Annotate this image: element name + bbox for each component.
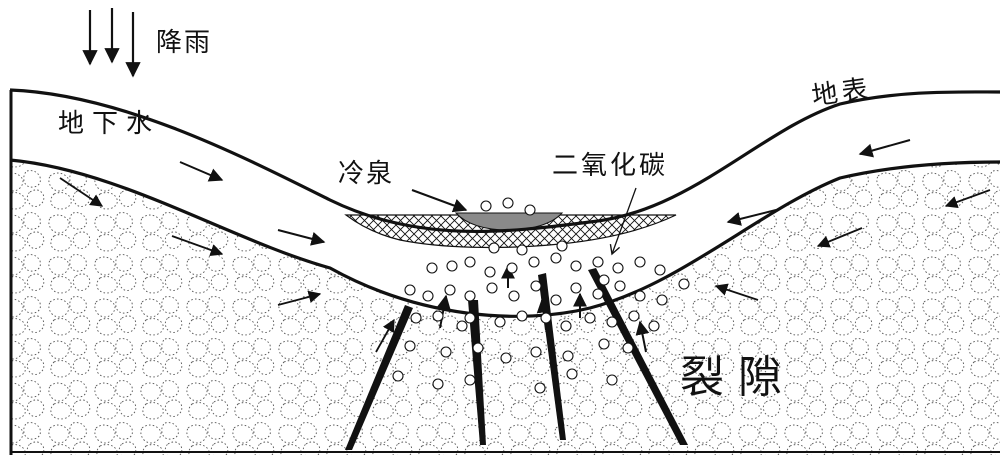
co2-bubble [530,346,542,358]
ground-surface-line [9,88,1000,234]
co2-bubble [404,340,416,352]
co2-bubble [524,204,536,216]
co2-bubble [550,294,562,306]
co2-bubble [456,320,468,332]
co2-bubble [648,320,660,332]
co2-bubble [550,252,562,264]
co2-bubble [606,316,618,328]
co2-bubble [598,338,610,350]
co2-bubble [562,350,574,362]
co2-bubble [678,278,690,290]
co2-bubble [494,316,506,328]
co2-bubble [480,200,492,212]
co2-bubble [534,382,546,394]
co2-bubble [592,288,604,300]
co2-bubble [500,352,512,364]
co2-bubble [502,197,514,209]
co2-bubble [488,242,500,254]
co2-bubble [446,260,458,272]
co2-bubble [612,262,624,274]
co2-bubble [464,312,476,324]
flow-arrows-aquifer [179,139,911,246]
co2-bubble [464,256,476,268]
rain-arrows [82,8,141,78]
co2-bubble [614,280,626,292]
co2-bubble [410,312,422,324]
fissures-label: 裂隙 [680,352,796,403]
co2-bubble [654,264,666,276]
cold-spring-leader [411,189,468,213]
co2-bubble [634,290,646,302]
co2-bubble [444,284,456,296]
co2-bubble [556,240,568,252]
surface-label: 地表 [809,73,874,112]
co2-bubble [628,310,640,322]
co2-bubble [484,266,496,278]
co2-bubble [464,290,476,302]
co2-bubble [508,290,520,302]
co2-bubble [606,374,618,386]
co2-bubble [472,342,484,354]
co2-bubble [598,274,610,286]
fissure [345,305,413,450]
co2-bubble [440,346,452,358]
co2-bubble [560,320,572,332]
co2-bubble [530,280,542,292]
cold-spring-label: 冷泉 [338,159,395,189]
co2-bubble [432,378,444,390]
co2-upward-arrows [436,264,650,353]
co2-bubbles [392,197,690,394]
co2-bubble [566,368,578,380]
co2-bubble [426,262,438,274]
co2-bubble [404,284,416,296]
co2-bubble [392,370,404,382]
co2-bubble [656,294,668,306]
co2-leader [609,187,637,256]
co2-bubble [584,312,596,324]
co2-bubble [540,312,552,324]
fissure [468,300,486,445]
co2-bubble [486,282,498,294]
co2-bubble [464,374,476,386]
rainfall-label: 降雨 [156,28,213,58]
co2-bubble [570,260,582,272]
co2-bubble [422,290,434,302]
co2-bubble [432,310,444,322]
groundwater-label: 地下水 [58,109,161,139]
co2-bubble [506,262,518,274]
co2-bubble [622,342,634,354]
co2-bubble [516,244,528,256]
co2-bubble [592,256,604,268]
co2-label: 二氧化碳 [552,151,669,181]
co2-bubble [634,256,646,268]
aquifer-bottom-line [9,158,1000,318]
co2-bubble [528,256,540,268]
co2-bubble [570,282,582,294]
co2-bubble [516,310,528,322]
fissure [588,268,688,445]
rock-layer [10,160,1000,455]
flow-arrows-rock [59,177,991,353]
